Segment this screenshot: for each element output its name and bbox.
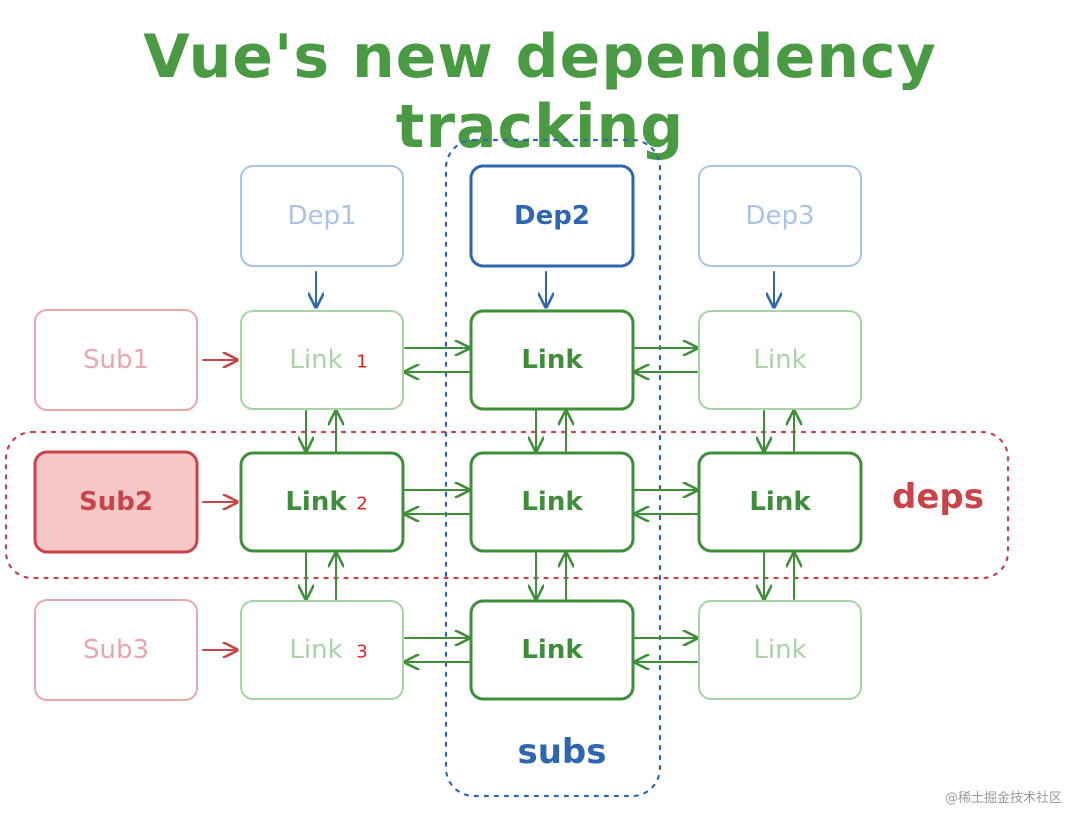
dep-node-3 <box>698 165 862 267</box>
row-marker-1: 1 <box>356 352 367 373</box>
link-node-r2-c3 <box>697 451 863 553</box>
sub-label-3: Sub3 <box>83 635 149 665</box>
link-label-r3-c3: Link <box>753 635 806 665</box>
link-label-r1-c3: Link <box>753 345 806 375</box>
link-label-r1-c1: Link <box>289 345 342 375</box>
link-label-r1-c2: Link <box>521 345 583 375</box>
sub-node-1 <box>34 309 198 411</box>
sub-node-2 <box>33 450 199 554</box>
deps-group-label: deps <box>892 477 984 517</box>
link-node-r2-c1 <box>239 451 405 553</box>
dep-label-2: Dep2 <box>514 201 590 231</box>
link-node-r3-c2 <box>469 599 635 701</box>
link-node-r1-c2 <box>469 309 635 411</box>
link-label-r2-c2: Link <box>521 487 583 517</box>
dep-node-1 <box>240 165 404 267</box>
sub-label-2: Sub2 <box>79 487 153 517</box>
link-node-r3-c3 <box>698 600 862 700</box>
link-label-r2-c3: Link <box>749 487 811 517</box>
dep-node-2 <box>469 164 635 268</box>
deps-group-outline <box>4 430 1010 580</box>
link-node-r1-c1 <box>240 310 404 410</box>
link-node-r3-c1 <box>240 600 404 700</box>
link-node-r1-c3 <box>698 310 862 410</box>
sub-node-3 <box>34 599 198 701</box>
link-label-r3-c2: Link <box>521 635 583 665</box>
row-marker-2: 2 <box>356 494 367 515</box>
sub-label-1: Sub1 <box>83 345 149 375</box>
dep-label-3: Dep3 <box>745 201 814 231</box>
watermark: @稀土掘金技术社区 <box>944 791 1062 806</box>
subs-group-outline <box>444 138 662 798</box>
dep-label-1: Dep1 <box>287 201 356 231</box>
link-label-r2-c1: Link <box>285 487 347 517</box>
row-marker-3: 3 <box>356 642 367 663</box>
subs-group-label: subs <box>517 732 606 772</box>
link-label-r3-c1: Link <box>289 635 342 665</box>
link-node-r2-c2 <box>469 451 635 553</box>
diagram-title: Vue's new dependency tracking <box>143 22 937 162</box>
